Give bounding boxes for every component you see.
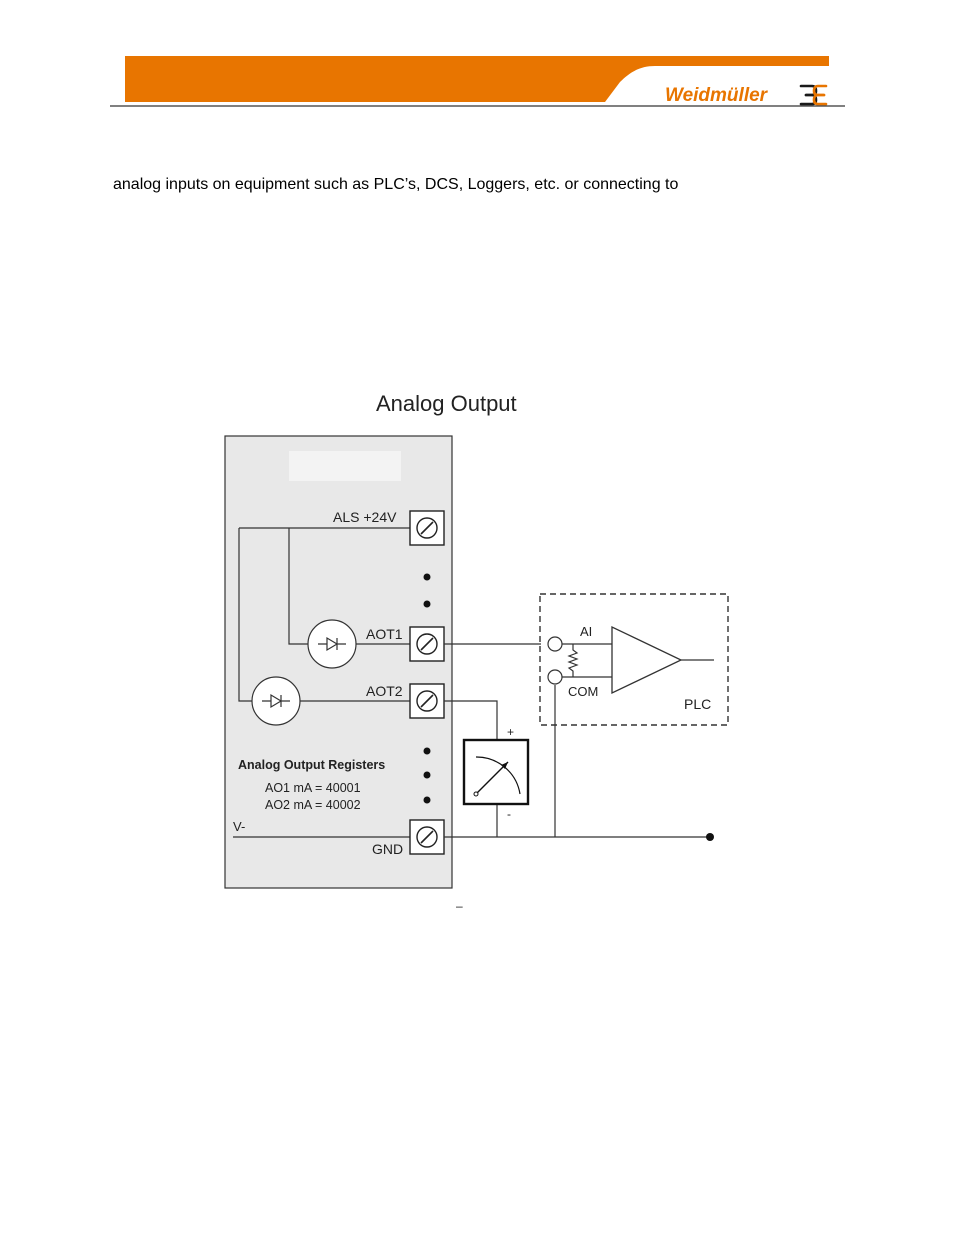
diode-icon-aot2: [251, 676, 301, 726]
register-ao1: AO1 mA = 40001: [265, 781, 361, 795]
brand-logo-text: Weidmüller: [665, 85, 769, 106]
meter-plus-label: +: [507, 725, 514, 739]
module-label-area: [289, 451, 401, 481]
terminal-gnd-icon: [409, 819, 445, 855]
label-gnd: GND: [372, 841, 403, 857]
label-aot2: AOT2: [366, 683, 403, 699]
analog-output-diagram: Analog Output: [224, 391, 729, 913]
plc-input-circuit: [547, 636, 714, 685]
terminal-als-icon: [409, 510, 445, 546]
label-aot1: AOT1: [366, 626, 403, 642]
brand-logo-icon: [799, 84, 828, 106]
plc-label: PLC: [684, 696, 711, 712]
terminal-dots: [423, 573, 431, 804]
plc-ai-label: AI: [580, 624, 592, 639]
header-orange-band: [125, 56, 829, 102]
ground-terminal-dot: [706, 833, 714, 841]
plc-com-label: COM: [568, 684, 598, 699]
internal-wiring: [233, 527, 410, 838]
amplifier-icon: [611, 625, 683, 695]
diagram-title: Analog Output: [376, 391, 517, 416]
caption-mark: –: [456, 899, 463, 913]
register-ao2: AO2 mA = 40002: [265, 798, 361, 812]
body-paragraph-line: analog inputs on equipment such as PLC’s…: [113, 176, 679, 193]
label-vminus: V-: [233, 819, 245, 834]
meter-minus-label: -: [507, 807, 511, 821]
terminal-aot2-icon: [409, 683, 445, 719]
external-wiring: [444, 643, 708, 838]
terminal-aot1-icon: [409, 626, 445, 662]
diode-icon-aot1: [307, 619, 357, 669]
page-header: Weidmüller: [110, 56, 845, 107]
label-als: ALS +24V: [333, 509, 397, 525]
meter-icon: [462, 738, 530, 806]
plc-boundary: [539, 593, 729, 726]
registers-heading: Analog Output Registers: [238, 758, 385, 772]
